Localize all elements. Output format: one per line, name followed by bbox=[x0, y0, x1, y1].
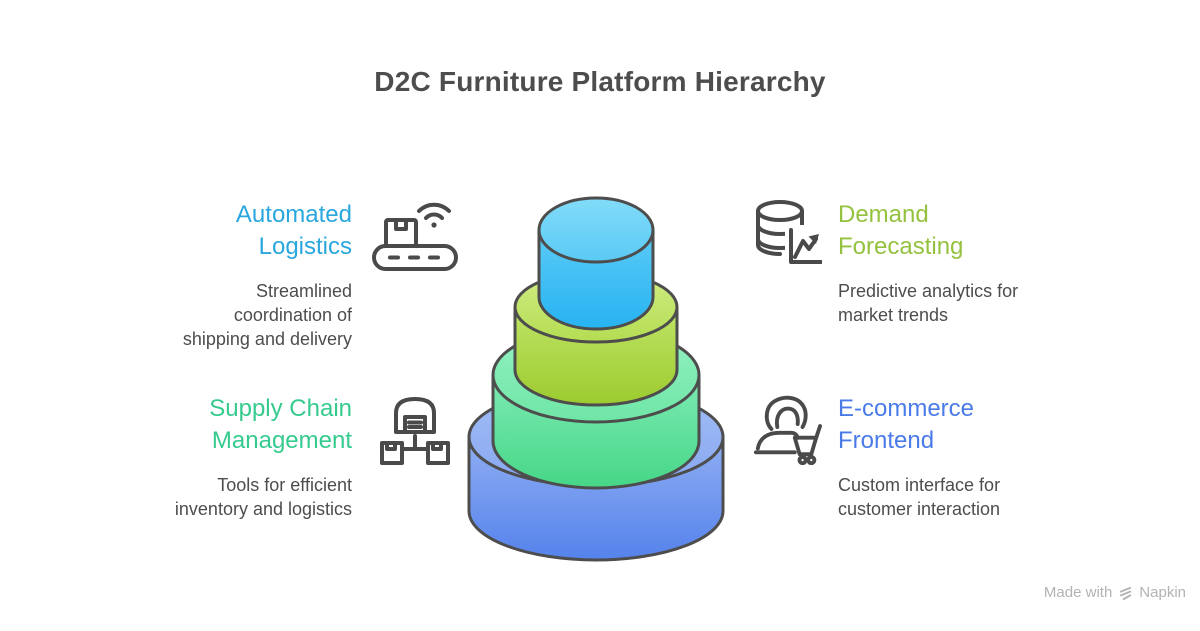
description-line: inventory and logistics bbox=[174, 499, 352, 519]
heading-line: Supply Chain bbox=[209, 395, 352, 422]
description-line: Predictive analytics for bbox=[838, 281, 1019, 301]
section-supply-chain-management: Supply Chain Management Tools for effici… bbox=[118, 391, 458, 521]
section-text-block: Automated Logistics Streamlined coordina… bbox=[118, 197, 352, 351]
description-line: customer interaction bbox=[838, 499, 1001, 519]
heading-line: Frontend bbox=[838, 427, 935, 454]
warehouse-distribution-icon bbox=[372, 391, 458, 521]
description-line: coordination of bbox=[233, 305, 352, 325]
description-line: shipping and delivery bbox=[182, 329, 352, 349]
heading-line: Logistics bbox=[258, 233, 352, 260]
section-heading: Supply Chain Management bbox=[118, 393, 352, 457]
tier-top-cylinder bbox=[537, 196, 655, 331]
napkin-logo-icon bbox=[1118, 586, 1133, 601]
watermark-brand: Napkin bbox=[1139, 584, 1186, 601]
section-demand-forecasting: Demand Forecasting Predictive analytics … bbox=[752, 197, 1092, 327]
database-trend-chart-icon bbox=[752, 197, 822, 327]
section-description: Tools for efficient inventory and logist… bbox=[118, 473, 352, 521]
hierarchy-stacked-cylinders bbox=[450, 185, 750, 580]
napkin-watermark: Made with Napkin bbox=[1044, 584, 1186, 601]
section-description: Custom interface for customer interactio… bbox=[838, 473, 1072, 521]
description-line: Tools for efficient bbox=[217, 475, 352, 495]
section-text-block: Demand Forecasting Predictive analytics … bbox=[838, 197, 1072, 327]
heading-line: Forecasting bbox=[838, 233, 964, 260]
section-text-block: E-commerce Frontend Custom interface for… bbox=[838, 391, 1072, 521]
watermark-prefix: Made with bbox=[1043, 584, 1113, 601]
section-heading: Automated Logistics bbox=[118, 199, 352, 263]
section-text-block: Supply Chain Management Tools for effici… bbox=[118, 391, 352, 521]
heading-line: Automated bbox=[235, 201, 352, 228]
section-automated-logistics: Automated Logistics Streamlined coordina… bbox=[118, 197, 458, 351]
section-ecommerce-frontend: E-commerce Frontend Custom interface for… bbox=[752, 391, 1092, 521]
section-description: Streamlined coordination of shipping and… bbox=[118, 279, 352, 351]
heading-line: E-commerce bbox=[838, 395, 975, 422]
description-line: Streamlined bbox=[255, 281, 352, 301]
description-line: Custom interface for bbox=[838, 475, 1001, 495]
heading-line: Demand bbox=[838, 201, 929, 228]
heading-line: Management bbox=[211, 427, 352, 454]
page-title: D2C Furniture Platform Hierarchy bbox=[374, 66, 826, 97]
section-heading: E-commerce Frontend bbox=[838, 393, 1072, 457]
section-description: Predictive analytics for market trends bbox=[838, 279, 1072, 327]
conveyor-belt-wifi-icon bbox=[372, 197, 458, 351]
customer-shopping-cart-icon bbox=[752, 391, 822, 521]
section-heading: Demand Forecasting bbox=[838, 199, 1072, 263]
description-line: market trends bbox=[838, 305, 949, 325]
